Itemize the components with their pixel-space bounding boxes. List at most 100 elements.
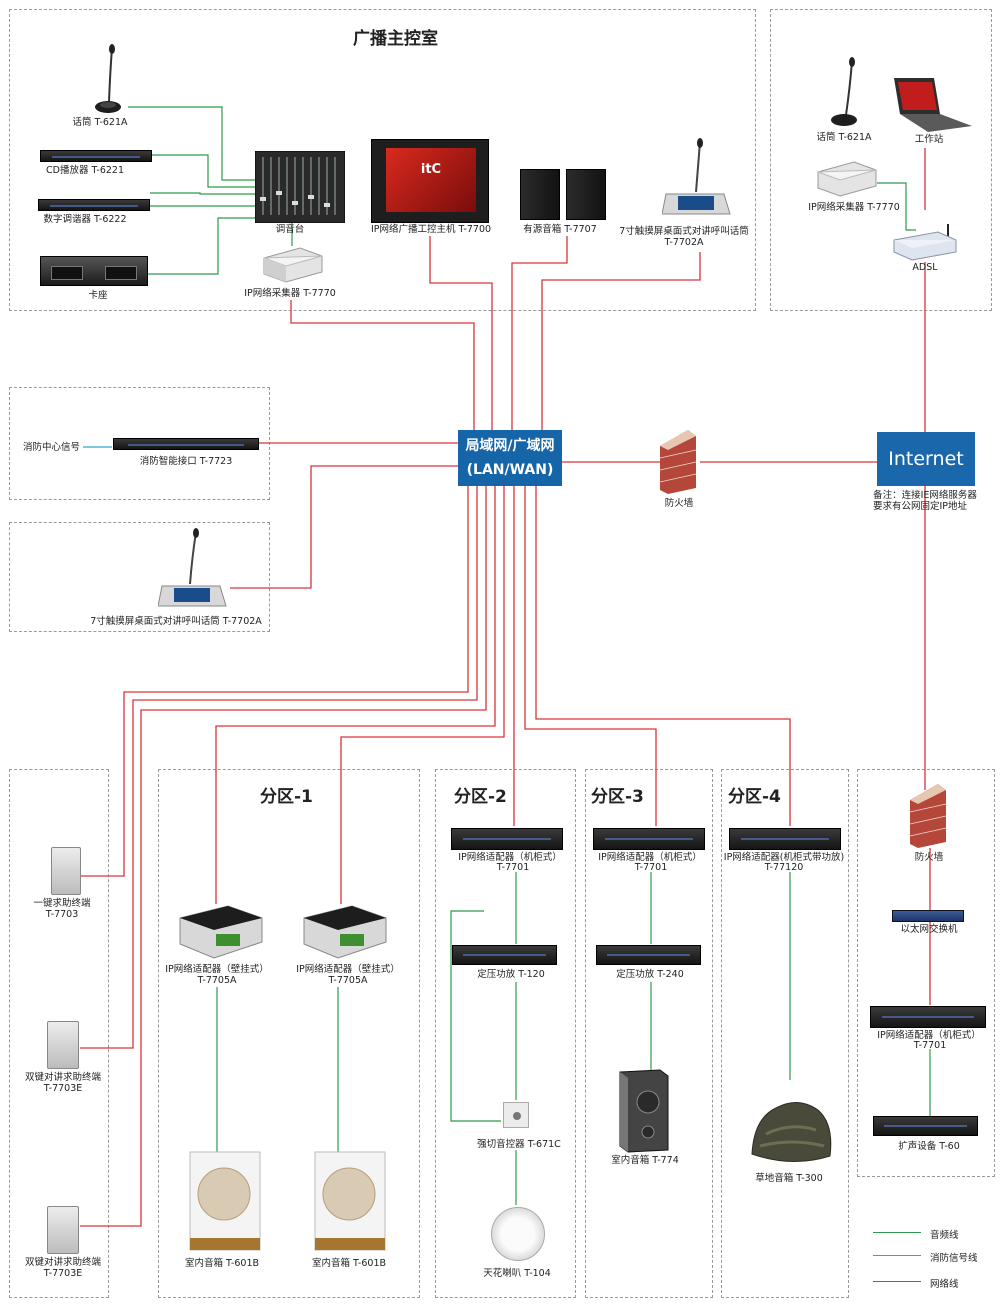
- workstation-laptop: [894, 78, 972, 132]
- adsl-modem: [893, 224, 957, 261]
- network-lines: [80, 148, 931, 1227]
- remote-adapter-label-2: T-7701: [913, 1040, 947, 1051]
- mixing-console: [255, 151, 345, 223]
- sound-expander-label: 扩声设备 T-60: [898, 1141, 960, 1152]
- zone1-adapter-a-label-1: IP网络适配器（壁挂式）: [165, 964, 269, 975]
- legend-network-swatch: [873, 1281, 921, 1282]
- help-terminal-3-model: T-7703E: [43, 1268, 83, 1279]
- desk-intercom-frame: [9, 522, 270, 632]
- legend-network-label: 网络线: [930, 1279, 959, 1290]
- ip-broadcast-host-label: IP网络广播工控主机 T-7700: [370, 224, 492, 235]
- digital-tuner-label: 数字调谐器 T-6222: [43, 214, 127, 225]
- desk-intercom-top: [662, 138, 731, 215]
- legend-fire-swatch: [873, 1255, 921, 1256]
- legend-audio-swatch: [873, 1232, 921, 1233]
- workstation-label: 工作站: [914, 134, 944, 145]
- internet-note-1: 备注：连接IE网络服务器: [873, 490, 977, 501]
- zone2-volume-controller: [503, 1102, 529, 1128]
- ip-collector: [263, 247, 323, 283]
- zone1-indoor-speaker-b: [314, 1151, 386, 1251]
- remote-adapter-label-1: IP网络适配器（机柜式）: [877, 1030, 981, 1041]
- zone3-amplifier-label: 定压功放 T-240: [616, 969, 684, 980]
- legend-fire-label: 消防信号线: [930, 1253, 978, 1264]
- zone2-rack-adapter: [451, 828, 563, 850]
- help-terminal-1-model: T-7703: [45, 909, 79, 920]
- zone2-frame: [435, 769, 576, 1298]
- fire-interface-label: 消防智能接口 T-7723: [139, 456, 233, 467]
- lan-wan-hub: 局域网/广域网 (LAN/WAN): [458, 430, 562, 486]
- zone2-ceiling-label: 天花喇叭 T-104: [483, 1268, 551, 1279]
- zone3-frame: [585, 769, 713, 1298]
- desk-intercom-top-label-1: 7寸触摸屏桌面式对讲呼叫话筒: [619, 226, 749, 237]
- fire-center-signal-label: 消防中心信号: [23, 442, 81, 453]
- zone3-speaker-label: 室内音箱 T-774: [611, 1155, 679, 1166]
- zone1-adapter-a-label-2: T-7705A: [197, 975, 237, 986]
- active-speaker-label: 有源音箱 T-7707: [523, 224, 597, 235]
- zone4-title: 分区-4: [728, 787, 781, 807]
- sound-expander: [873, 1116, 978, 1136]
- zone2-adapter-label-1: IP网络适配器（机柜式）: [458, 852, 562, 863]
- audio-lines: [128, 106, 931, 1205]
- host-screen-logo: itC: [386, 148, 476, 212]
- cassette-deck: [40, 256, 148, 286]
- cd-player-label: CD播放器 T-6221: [45, 165, 125, 176]
- ethernet-switch: [892, 910, 964, 922]
- zone1-frame: [158, 769, 420, 1298]
- help-terminal-2: [47, 1021, 79, 1069]
- zone1-wall-adapter-a: [179, 905, 263, 959]
- digital-tuner: [38, 199, 150, 211]
- remote-mic-label: 话筒 T-621A: [816, 132, 872, 143]
- cd-player: [40, 150, 152, 162]
- zone1-title: 分区-1: [260, 787, 313, 807]
- firewall-label: 防火墙: [664, 498, 694, 509]
- zone2-amplifier-label: 定压功放 T-120: [477, 969, 545, 980]
- zone1-wall-adapter-b: [303, 905, 387, 959]
- help-terminal-1: [51, 847, 81, 895]
- desk-intercom-top-label-2: T-7702A: [664, 237, 704, 248]
- help-terminal-2-name: 双键对讲求助终端: [24, 1072, 102, 1083]
- remote-firewall-label: 防火墙: [914, 852, 944, 863]
- zone2-adapter-label-2: T-7701: [496, 862, 530, 873]
- help-terminal-1-name: 一键求助终端: [33, 898, 91, 909]
- internet-box: Internet: [877, 432, 975, 486]
- cassette-deck-label: 卡座: [88, 290, 108, 301]
- zone2-amplifier: [452, 945, 557, 965]
- zone4-rack-adapter: [729, 828, 841, 850]
- mixing-console-label: 调音台: [275, 224, 305, 235]
- zone2-ceiling-speaker: [491, 1207, 545, 1261]
- remote-zone-frame: [857, 769, 995, 1177]
- zone1-speaker-a-label: 室内音箱 T-601B: [184, 1258, 260, 1269]
- help-terminal-2-model: T-7703E: [43, 1083, 83, 1094]
- zone4-frame: [721, 769, 849, 1298]
- zone4-adapter-label-2: T-77120: [764, 862, 804, 873]
- ethernet-switch-label: 以太网交换机: [900, 924, 958, 935]
- zone4-lawn-label: 草地音箱 T-300: [755, 1173, 823, 1184]
- desk-intercom-mid-label: 7寸触摸屏桌面式对讲呼叫话筒 T-7702A: [90, 616, 262, 627]
- zone3-title: 分区-3: [591, 787, 644, 807]
- zone4-lawn-speaker: [751, 1102, 832, 1163]
- remote-firewall-icon: [909, 784, 947, 848]
- zone3-indoor-speaker: [619, 1069, 669, 1153]
- zone1-indoor-speaker-a: [189, 1151, 261, 1251]
- zone3-adapter-label-2: T-7701: [634, 862, 668, 873]
- active-speaker-left: [520, 169, 560, 220]
- fire-interface-device: [113, 438, 259, 450]
- zone4-adapter-label-1: IP网络适配器(机柜式带功放): [723, 852, 845, 863]
- control-room-frame: [9, 9, 756, 311]
- zone3-adapter-label-1: IP网络适配器（机柜式）: [598, 852, 702, 863]
- remote-site-frame: [770, 9, 992, 311]
- hub-line-1: 局域网/广域网: [465, 438, 555, 454]
- remote-ip-collector-label: IP网络采集器 T-7770: [808, 202, 900, 213]
- ip-collector-label: IP网络采集器 T-7770: [244, 288, 336, 299]
- remote-rack-adapter: [870, 1006, 986, 1028]
- legend-audio-label: 音频线: [930, 1230, 959, 1241]
- zone1-adapter-b-label-2: T-7705A: [328, 975, 368, 986]
- help-terminals-frame: [9, 769, 109, 1298]
- zone3-amplifier: [596, 945, 701, 965]
- help-terminal-3: [47, 1206, 79, 1254]
- internet-note-2: 要求有公网固定IP地址: [872, 501, 968, 512]
- control-room-title: 广播主控室: [353, 29, 438, 49]
- firewall-icon: [659, 430, 697, 494]
- zone2-title: 分区-2: [454, 787, 507, 807]
